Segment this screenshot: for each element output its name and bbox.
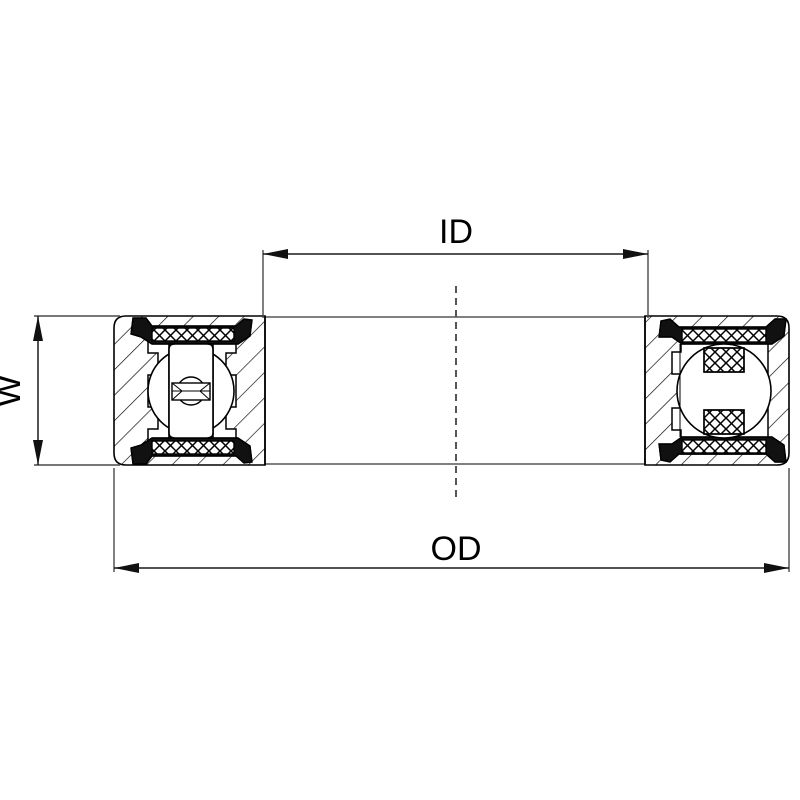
seal-left-top-mesh (151, 327, 235, 342)
outer-ring-right-outline (644, 315, 790, 466)
seal-right-top-mesh (681, 328, 767, 343)
right-bearing-assembly (644, 315, 790, 466)
seal-left-bottom-mesh (151, 440, 235, 455)
dimension-w: W (0, 315, 120, 466)
id-arrow-left (263, 249, 288, 259)
rivet-hatch-4 (199, 390, 211, 401)
id-arrow-right (623, 249, 648, 259)
w-dimension-label: W (0, 375, 28, 407)
left-bearing-assembly (113, 315, 266, 466)
dimension-od: OD (113, 468, 790, 573)
seal-left-top-outline (130, 317, 253, 345)
ball-right (676, 343, 772, 439)
cage-right-top-outline (703, 347, 745, 373)
w-arrow-bottom (33, 440, 43, 465)
od-arrow-left (114, 563, 139, 573)
w-arrow-top (33, 316, 43, 341)
seal-right-bottom-outline (658, 436, 787, 463)
seal-right-bottom-mesh (681, 439, 767, 454)
cage-right-top (703, 347, 745, 373)
rivet-hatch-2 (171, 390, 183, 401)
cage-right-bottom-outline (703, 409, 745, 435)
seal-left-bottom-outline (130, 437, 253, 465)
dimension-id: ID (262, 213, 649, 318)
cage-right-bottom (703, 409, 745, 435)
rivet-hatch-3 (199, 382, 211, 392)
id-dimension-label: ID (439, 213, 473, 251)
od-arrow-right (764, 563, 789, 573)
seal-right-top-outline (658, 318, 787, 345)
rivet-hatch-1 (171, 382, 183, 392)
od-dimension-label: OD (431, 530, 482, 568)
